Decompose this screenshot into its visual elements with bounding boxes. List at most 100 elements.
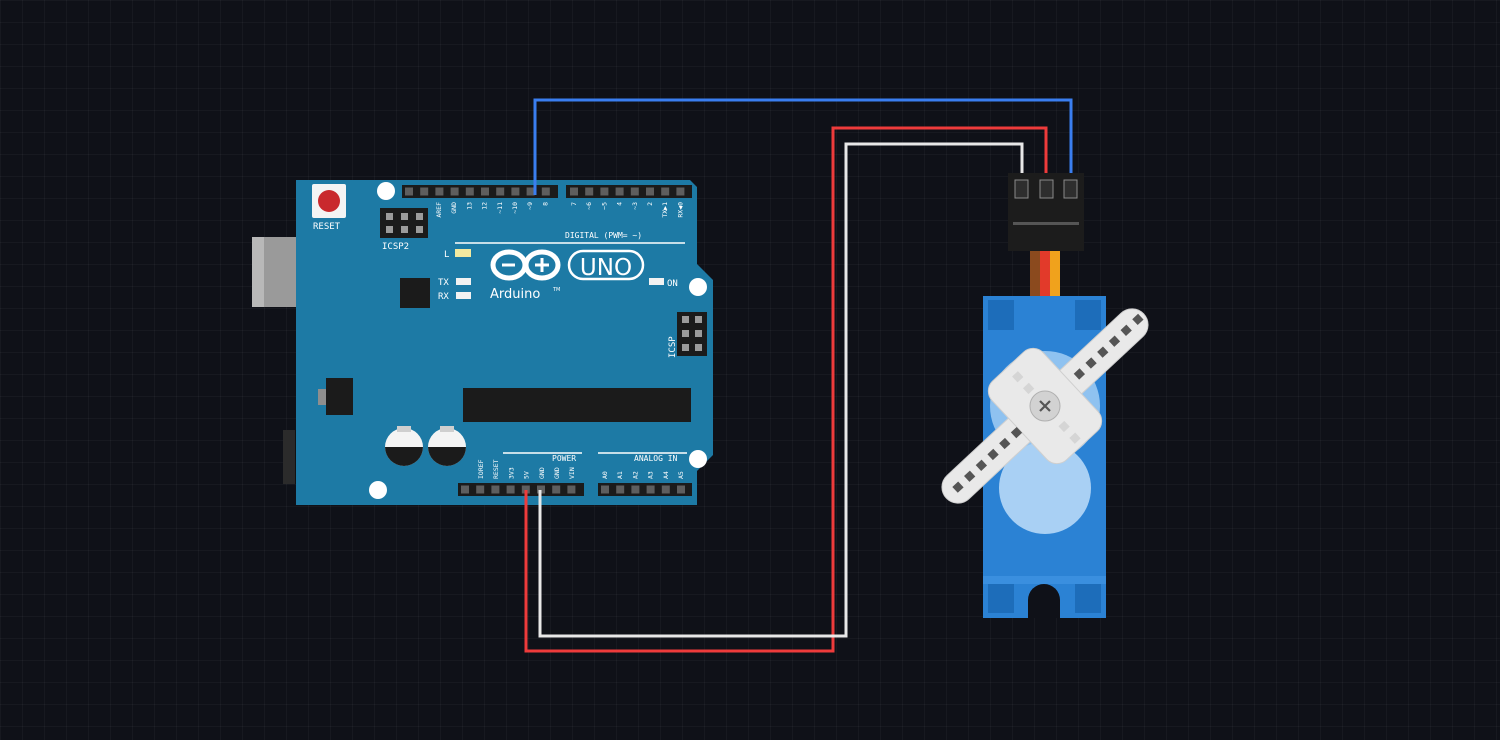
header-pin[interactable] <box>537 485 545 494</box>
led-l <box>455 249 471 257</box>
header-pin[interactable] <box>511 187 520 196</box>
led-tx <box>456 278 471 285</box>
pin-label: A5 <box>677 471 685 479</box>
header-pin[interactable] <box>552 485 561 494</box>
signal-wire[interactable] <box>533 98 1073 195</box>
header-pin[interactable] <box>541 187 550 196</box>
header-pin[interactable] <box>661 485 670 494</box>
icsp2-header <box>380 208 428 238</box>
capacitor <box>428 426 466 466</box>
header-pin[interactable] <box>465 187 474 196</box>
horn-hole <box>1069 432 1081 444</box>
horn-hole <box>952 481 964 493</box>
power-label: POWER <box>552 454 576 463</box>
header-pin[interactable] <box>496 187 505 196</box>
pin-label: VIN <box>568 467 576 479</box>
mounting-hole <box>369 481 387 499</box>
screw-cross-icon <box>1039 400 1051 412</box>
header-pin[interactable] <box>521 485 530 494</box>
pin-label: GND <box>450 202 458 214</box>
led-rx <box>456 292 471 299</box>
pin-label: 3V3 <box>507 467 515 479</box>
header-pin[interactable] <box>405 187 413 196</box>
header-pin[interactable] <box>567 485 576 494</box>
header-pin[interactable] <box>476 485 485 494</box>
horn-hole <box>1132 313 1144 326</box>
header-pin[interactable] <box>631 485 640 494</box>
led-on-label: ON <box>667 279 678 289</box>
led-on <box>649 278 664 285</box>
pin-label: TX▶1 <box>661 202 669 218</box>
horn-hole <box>1120 324 1132 336</box>
led-tx-label: TX <box>438 278 449 288</box>
horn-hole <box>987 448 999 461</box>
header-pin[interactable] <box>630 187 639 196</box>
mounting-hole <box>689 278 707 296</box>
reset-button[interactable] <box>312 184 346 218</box>
servo-horn[interactable] <box>909 274 1180 537</box>
power-wire[interactable] <box>524 126 1048 653</box>
header-pin[interactable] <box>526 187 535 196</box>
pin-label: ~10 <box>511 202 519 214</box>
servo-gear-secondary <box>999 442 1091 534</box>
ground-wire[interactable] <box>538 142 1024 638</box>
servo-motor[interactable] <box>909 173 1180 618</box>
icsp2-label: ICSP2 <box>382 242 409 252</box>
servo-connector <box>1008 173 1084 251</box>
uno-badge <box>567 249 645 281</box>
voltage-regulator <box>318 378 353 415</box>
pin-label: 4 <box>616 202 624 206</box>
brand-name: Arduino <box>490 287 540 302</box>
reset-label: RESET <box>313 222 341 232</box>
header-pin[interactable] <box>435 187 444 196</box>
horn-hole <box>1022 382 1035 395</box>
header-pin[interactable] <box>600 187 609 196</box>
header-pin[interactable] <box>491 485 500 494</box>
header-pin[interactable] <box>420 187 429 196</box>
pin-label: ~5 <box>600 202 608 210</box>
header-pin[interactable] <box>646 187 654 196</box>
pin-label: 13 <box>465 202 473 210</box>
trademark: TM <box>552 287 560 293</box>
led-rx-label: RX <box>438 292 449 302</box>
pin-label: ~9 <box>526 202 534 210</box>
mounting-hole <box>377 182 395 200</box>
power-header <box>458 483 584 496</box>
servo-cable-brown <box>1030 251 1040 331</box>
servo-mount-hole-slot <box>1028 600 1060 618</box>
servo-ear-bottom-right <box>1075 583 1101 613</box>
mounting-hole <box>689 450 707 468</box>
horn-hole <box>964 470 976 482</box>
header-pin[interactable] <box>661 187 670 196</box>
header-pin[interactable] <box>585 187 594 196</box>
horn-hole <box>975 459 988 471</box>
pin-label: ~6 <box>585 202 593 210</box>
pin-label: 7 <box>570 202 578 206</box>
header-pin[interactable] <box>450 187 459 196</box>
dc-power-jack-edge <box>283 430 295 484</box>
pin-label: AREF <box>435 202 443 218</box>
analog-header <box>598 483 692 496</box>
header-pin[interactable] <box>646 485 655 494</box>
header-pin[interactable] <box>677 485 685 494</box>
header-pin[interactable] <box>616 485 625 494</box>
header-pin[interactable] <box>601 485 609 494</box>
header-pin[interactable] <box>506 485 515 494</box>
horn-hole <box>1012 371 1024 383</box>
horn-hole <box>1010 426 1023 439</box>
horn-hole <box>1073 368 1086 380</box>
usb-connector-edge <box>252 237 264 307</box>
header-pin[interactable] <box>570 187 578 196</box>
header-pin[interactable] <box>615 187 624 196</box>
pin-label: A1 <box>616 471 624 479</box>
horn-hole <box>1085 357 1097 369</box>
servo-cable-red <box>1040 251 1050 331</box>
header-pin[interactable] <box>481 187 489 196</box>
header-pin[interactable] <box>676 187 685 196</box>
header-pin[interactable] <box>461 485 469 494</box>
horn-hole <box>1058 420 1070 433</box>
icsp-label: ICSP <box>668 336 678 358</box>
pin-label: 8 <box>541 202 549 206</box>
